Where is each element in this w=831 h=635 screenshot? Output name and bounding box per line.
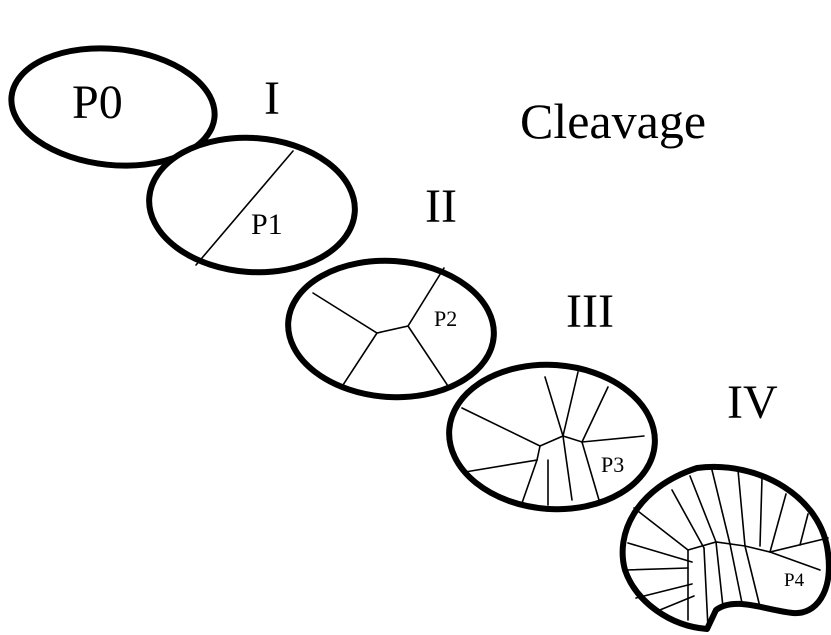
cleavage-walls-iv-b [627, 542, 693, 563]
stage-label-iii: III [566, 285, 614, 338]
diagram-title: Cleavage [520, 93, 706, 149]
embryo-outline-iv [619, 463, 831, 632]
cleavage-walls-iv-d [635, 583, 693, 599]
cleavage-walls-iv-p [759, 477, 763, 547]
stage-label-ii: II [425, 180, 457, 233]
cleavage-walls-iv-c [625, 567, 689, 571]
cleavage-walls-iv-j [744, 545, 761, 608]
cleavage-walls-iii-h [562, 371, 579, 437]
cleavage-walls-iv-o [737, 469, 746, 547]
cleavage-walls-iv-r [799, 513, 809, 546]
embryo-outline-ii [285, 257, 497, 401]
cleavage-walls-iv-i [729, 543, 743, 604]
cleavage-furrow-i [195, 150, 294, 266]
cell-label-p2: P2 [434, 306, 457, 331]
cleavage-walls-iv-k [769, 551, 821, 571]
cleavage-walls-ii-c [407, 325, 449, 387]
embryo-stage-ii: P2 [285, 257, 497, 401]
cleavage-walls-iv-g [703, 547, 709, 629]
embryo-outline-iii [446, 361, 658, 513]
cell-label-p0: P0 [72, 76, 123, 129]
cleavage-walls-ii-b [342, 332, 378, 386]
stage-label-i: I [264, 72, 280, 125]
embryo-outline-i [146, 134, 358, 276]
embryo-stage-iii: P3 [446, 361, 658, 513]
stage-label-iv: IV [727, 376, 778, 429]
embryo-stage-iv: P4 [619, 463, 831, 632]
embryo-outline-p0 [8, 45, 218, 169]
cleavage-walls-iv-m [689, 475, 717, 543]
cleavage-walls-iii-g [544, 376, 564, 437]
cleavage-walls-iii-i [581, 386, 609, 443]
cell-label-p4: P4 [784, 570, 805, 591]
embryo-p0: P0 [8, 45, 218, 169]
cleavage-walls-iv-l [671, 489, 705, 549]
cell-label-p3: P3 [601, 452, 624, 477]
embryo-stage-i: P1 [146, 134, 358, 276]
cleavage-walls-iv-q [769, 493, 787, 553]
cleavage-walls-iv-h [715, 541, 724, 608]
cleavage-walls-iii-c [521, 459, 538, 504]
cleavage-walls-iii-f [581, 441, 600, 501]
cell-label-p1: P1 [251, 208, 283, 241]
cleavage-walls-iii-e [562, 435, 573, 501]
cleavage-walls-iv-n [711, 469, 731, 545]
cleavage-walls-ii-a [312, 267, 445, 334]
